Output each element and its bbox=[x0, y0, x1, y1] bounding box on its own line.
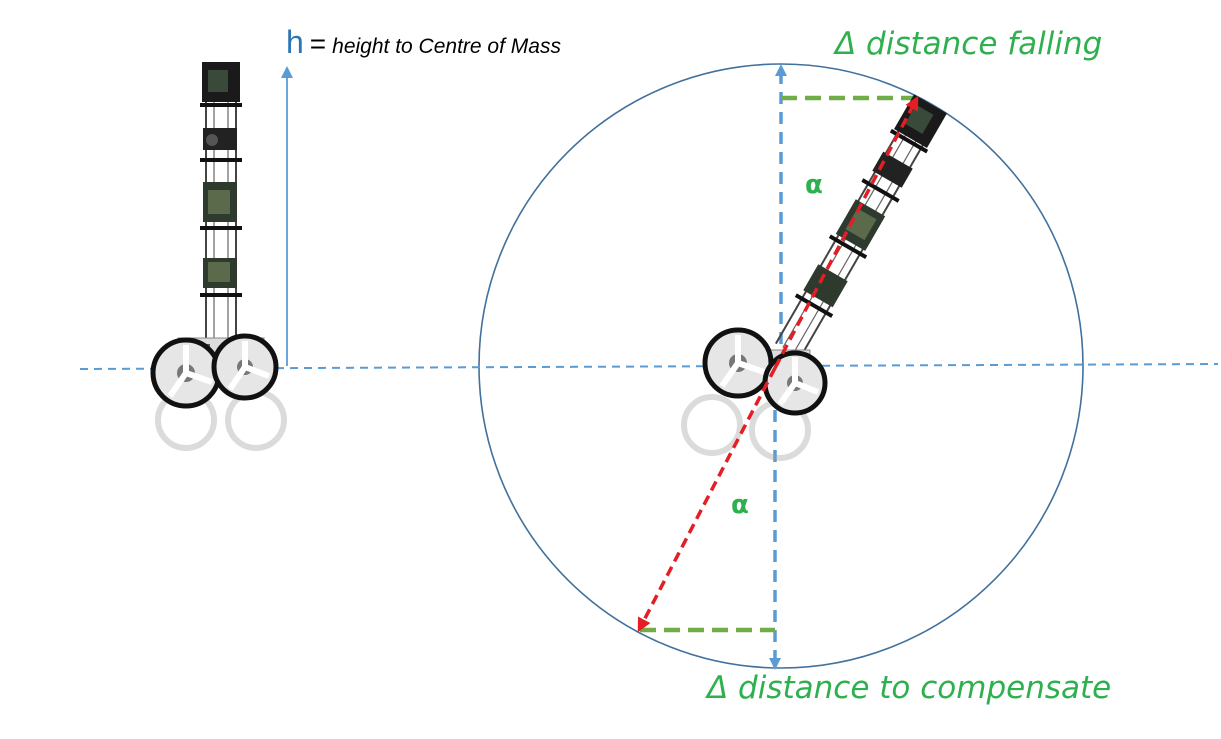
left-robot-wheel-1 bbox=[150, 337, 222, 409]
alpha-angle-top: α bbox=[805, 170, 823, 200]
tilt-arrow-down bbox=[637, 367, 777, 633]
height-description: height to Centre of Mass bbox=[332, 35, 561, 58]
height-symbol: h bbox=[286, 24, 304, 60]
right-robot-wheel-2 bbox=[762, 350, 828, 416]
right-robot-wheel-1 bbox=[702, 327, 774, 399]
right-robot bbox=[681, 94, 947, 461]
left-robot bbox=[150, 62, 287, 451]
height-equals: = bbox=[309, 28, 327, 59]
height-label: h=height to Centre of Mass bbox=[286, 24, 561, 61]
alpha-angle-bottom: α bbox=[731, 490, 749, 520]
left-robot-wheel-2 bbox=[211, 333, 279, 401]
delta-falling-label: Δ distance falling bbox=[835, 26, 1103, 62]
tilt-arrow-up bbox=[773, 95, 919, 369]
delta-compensate-label: Δ distance to compensate bbox=[707, 670, 1112, 706]
